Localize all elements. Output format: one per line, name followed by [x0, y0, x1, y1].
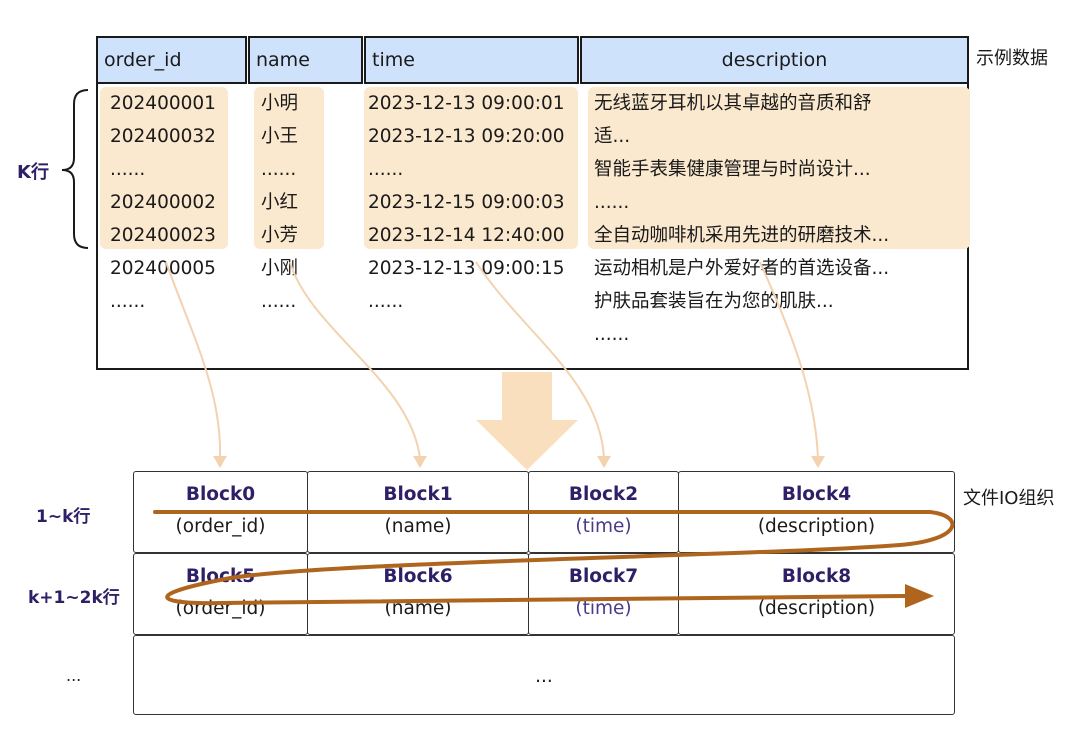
cell-time: 2023-12-13 09:20:00 — [368, 126, 565, 147]
k-rows-label: K行 — [17, 162, 49, 183]
row-range-label-2: k+1~2k行 — [28, 588, 120, 608]
cell-time: ...... — [368, 291, 404, 312]
cell-time: ...... — [368, 159, 404, 180]
block-column: (time) — [575, 516, 632, 537]
k-rows-brace — [61, 89, 89, 249]
block-column: (name) — [384, 598, 452, 619]
cell-description: ...... — [594, 192, 630, 213]
cell-name: 小王 — [261, 126, 299, 147]
block-column: (time) — [575, 598, 632, 619]
cell-order-id: 202400001 — [110, 93, 216, 114]
block-7: Block7 (time) — [528, 553, 679, 635]
cell-time: 2023-12-13 09:00:01 — [368, 93, 565, 114]
cell-time: 2023-12-13 09:00:15 — [368, 258, 565, 279]
header-time: time — [364, 36, 579, 84]
cell-order-id: 202400023 — [110, 225, 216, 246]
block-title: Block8 — [781, 566, 852, 587]
cell-description: 智能手表集健康管理与时尚设计... — [594, 159, 871, 180]
cell-name: ...... — [261, 291, 297, 312]
block-title: Block6 — [383, 566, 453, 587]
highlight-order-id — [100, 87, 228, 249]
block-title: Block1 — [383, 484, 453, 505]
connector-order-id — [165, 261, 222, 459]
sample-data-label: 示例数据 — [976, 48, 1048, 69]
cell-description: 适... — [594, 126, 631, 147]
cell-description: 无线蓝牙耳机以其卓越的音质和舒 — [594, 93, 872, 114]
row-range-label-more: ... — [66, 666, 82, 685]
io-order-arrowhead — [905, 584, 934, 608]
cell-order-id: ...... — [110, 291, 146, 312]
connector-name — [289, 261, 421, 459]
cell-description: 运动相机是户外爱好者的首选设备... — [594, 258, 890, 279]
cell-name: 小明 — [261, 93, 299, 114]
header-name: name — [248, 36, 363, 84]
cell-order-id: 202400002 — [110, 192, 216, 213]
highlight-description — [588, 87, 970, 249]
highlight-time — [364, 87, 578, 249]
connector-arrowhead-4 — [811, 456, 825, 468]
io-order-path — [153, 510, 955, 606]
connector-arrowhead-2 — [413, 456, 427, 468]
cell-description: 全自动咖啡机采用先进的研磨技术... — [594, 225, 890, 246]
cell-name: 小刚 — [261, 258, 299, 279]
file-io-label: 文件IO组织 — [963, 488, 1055, 509]
block-row-more: ... — [133, 635, 955, 715]
block-column: (description) — [757, 516, 876, 537]
header-order-id: order_id — [96, 36, 247, 84]
connector-time — [475, 261, 605, 459]
block-title: Block4 — [781, 484, 852, 505]
cell-order-id: ...... — [110, 159, 146, 180]
cell-order-id: 202400005 — [110, 258, 216, 279]
block-column: (description) — [757, 598, 876, 619]
header-description: description — [580, 36, 969, 84]
connector-description — [759, 261, 819, 459]
cell-name: 小红 — [261, 192, 299, 213]
cell-order-id: 202400032 — [110, 126, 216, 147]
cell-name: 小芳 — [261, 225, 299, 246]
connector-arrowhead-1 — [213, 456, 227, 468]
cell-time: 2023-12-15 09:00:03 — [368, 192, 565, 213]
cell-name: ...... — [261, 159, 297, 180]
connector-arrowhead-3 — [597, 456, 611, 468]
block-column: (order_id) — [175, 516, 266, 537]
block-column: (name) — [384, 516, 452, 537]
cell-time: 2023-12-14 12:40:00 — [368, 225, 565, 246]
big-down-arrow — [476, 372, 578, 470]
block-title: Block2 — [568, 484, 639, 505]
block-row-ellipsis: ... — [535, 666, 553, 687]
cell-description: ...... — [594, 324, 630, 345]
block-title: Block7 — [568, 566, 639, 587]
row-range-label-1: 1~k行 — [36, 507, 91, 527]
highlight-name — [254, 87, 324, 249]
block-title: Block0 — [185, 484, 256, 505]
